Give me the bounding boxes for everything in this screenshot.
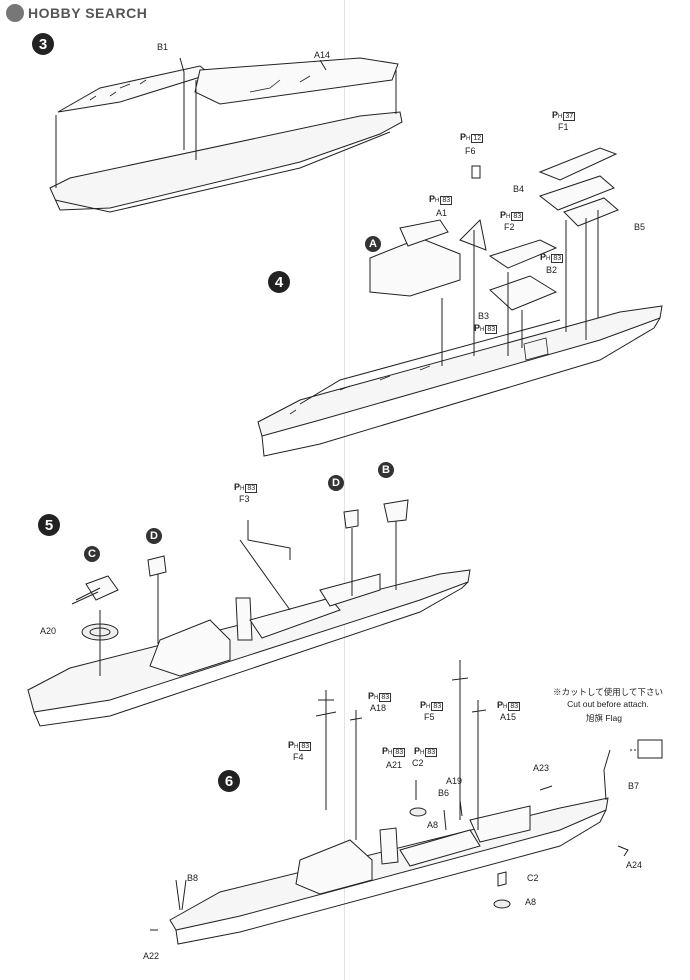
subassembly-d-marker: D [328, 475, 344, 491]
step5-hull-drawing [27, 499, 471, 727]
part-label-f2: F2 [504, 222, 515, 232]
subassembly-c-marker: C [84, 546, 100, 562]
subassembly-a-marker: A [365, 236, 381, 252]
step-6-badge: 6 [218, 770, 240, 792]
part-label-c2: C2 [412, 758, 424, 768]
part-label-a23: A23 [533, 763, 550, 773]
page-fold-line [344, 0, 345, 980]
part-label-f5: F5 [424, 712, 435, 722]
step4-hull-drawing [257, 147, 663, 457]
part-label-a20: A20 [40, 626, 57, 636]
part-label-f6: F6 [465, 146, 476, 156]
watermark: HOBBY SEARCH [6, 4, 147, 22]
part-label-b4: B4 [513, 184, 525, 194]
part-label-a22: A22 [143, 951, 160, 961]
part-label-b1: B1 [157, 42, 169, 52]
part-label-b3: B3 [478, 311, 490, 321]
step-3-badge: 3 [32, 33, 54, 55]
part-label-b2: B2 [546, 265, 558, 275]
part-label-a21: A21 [386, 760, 403, 770]
part-label-a14: A14 [314, 50, 331, 60]
part-label-a1: A1 [436, 208, 448, 218]
part-label-b7: B7 [628, 781, 640, 791]
part-label-c2: C2 [527, 873, 539, 883]
flag-label-jp: 旭旗 [586, 713, 604, 723]
flag-cut-note-en: Cut out before attach. [567, 699, 649, 709]
part-label-a24: A24 [626, 860, 643, 870]
part-label-b6: B6 [438, 788, 450, 798]
watermark-logo-icon [6, 4, 24, 22]
watermark-text: HOBBY SEARCH [28, 5, 148, 21]
part-label-a8: A8 [427, 820, 439, 830]
flag-label-en: Flag [605, 713, 622, 723]
part-label-f3: F3 [239, 494, 250, 504]
part-label-a19: A19 [446, 776, 463, 786]
step-4-badge: 4 [268, 271, 290, 293]
part-label-b5: B5 [634, 222, 646, 232]
flag-label: 旭旗 Flag [586, 712, 622, 724]
part-label-a18: A18 [370, 703, 387, 713]
step3-hull-drawing [49, 57, 403, 213]
step-5-badge: 5 [38, 514, 60, 536]
part-label-f1: F1 [558, 122, 569, 132]
subassembly-b-marker: B [378, 462, 394, 478]
flag-cut-note: ※カットして使用して下さい Cut out before attach. [538, 686, 678, 710]
part-label-a15: A15 [500, 712, 517, 722]
step6-hull-drawing [150, 660, 663, 945]
flag-cut-note-jp: ※カットして使用して下さい [553, 687, 663, 697]
subassembly-d-marker: D [146, 528, 162, 544]
part-label-f4: F4 [293, 752, 304, 762]
part-label-b8: B8 [187, 873, 199, 883]
part-label-a8: A8 [525, 897, 537, 907]
